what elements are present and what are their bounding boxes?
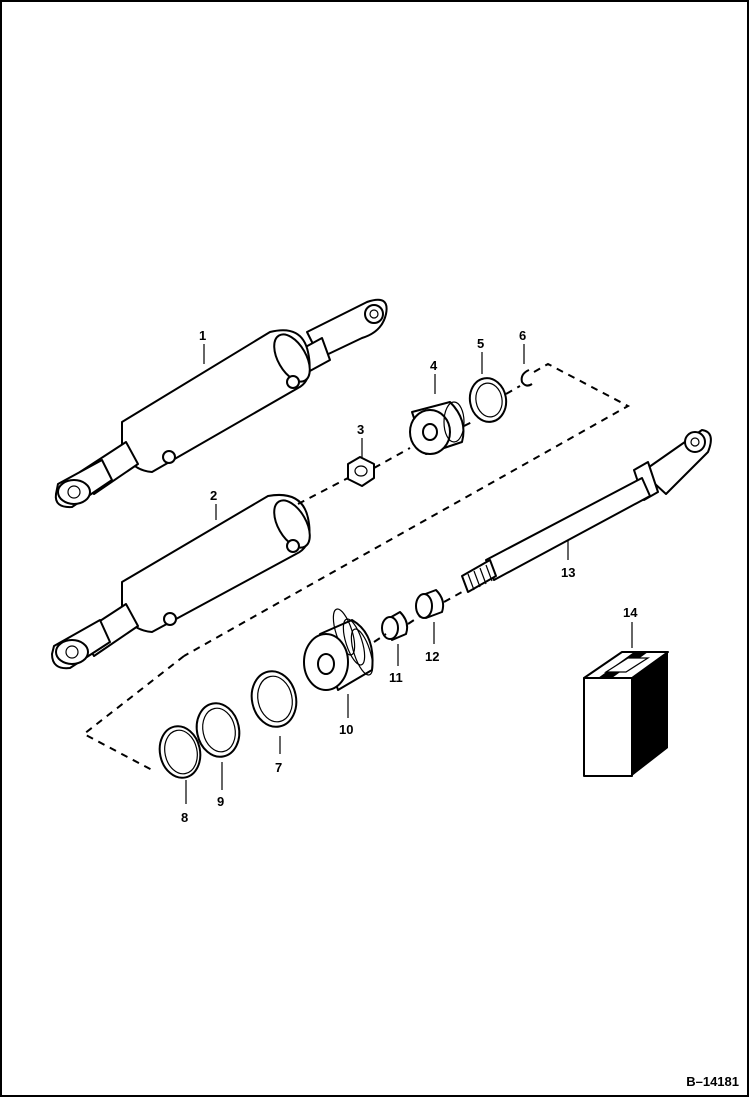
part-7-ring bbox=[250, 670, 298, 728]
part-11-spacer bbox=[381, 611, 409, 641]
callout-13: 13 bbox=[561, 565, 575, 580]
callout-5: 5 bbox=[477, 336, 484, 351]
callout-3: 3 bbox=[357, 422, 364, 437]
callout-11: 11 bbox=[389, 670, 403, 685]
part-1-cylinder bbox=[54, 298, 388, 509]
part-4-gland bbox=[409, 401, 465, 455]
callout-labels: 1 2 3 4 5 6 7 8 9 10 11 12 13 14 bbox=[181, 328, 638, 825]
assembly-lines bbox=[82, 362, 631, 771]
part-9-backup-ring bbox=[195, 702, 241, 758]
callout-10: 10 bbox=[339, 722, 353, 737]
callout-6: 6 bbox=[519, 328, 526, 343]
part-2-cylinder bbox=[51, 494, 311, 670]
callout-4: 4 bbox=[430, 358, 438, 373]
part-6-snap-ring bbox=[520, 369, 533, 387]
callout-7: 7 bbox=[275, 760, 282, 775]
part-10-piston bbox=[303, 608, 374, 691]
leader-lines bbox=[185, 344, 633, 804]
callout-14: 14 bbox=[623, 605, 638, 620]
part-14-seal-kit bbox=[583, 651, 669, 777]
part-5-ring bbox=[468, 377, 508, 423]
callout-8: 8 bbox=[181, 810, 188, 825]
part-12-bushing bbox=[415, 589, 445, 619]
figure-code: B–14181 bbox=[686, 1074, 739, 1089]
callout-2: 2 bbox=[210, 488, 217, 503]
callout-9: 9 bbox=[217, 794, 224, 809]
part-8-o-ring bbox=[158, 725, 202, 779]
callout-1: 1 bbox=[199, 328, 206, 343]
part-13-rod bbox=[461, 429, 712, 593]
part-3-nut bbox=[347, 456, 375, 487]
callout-12: 12 bbox=[425, 649, 439, 664]
